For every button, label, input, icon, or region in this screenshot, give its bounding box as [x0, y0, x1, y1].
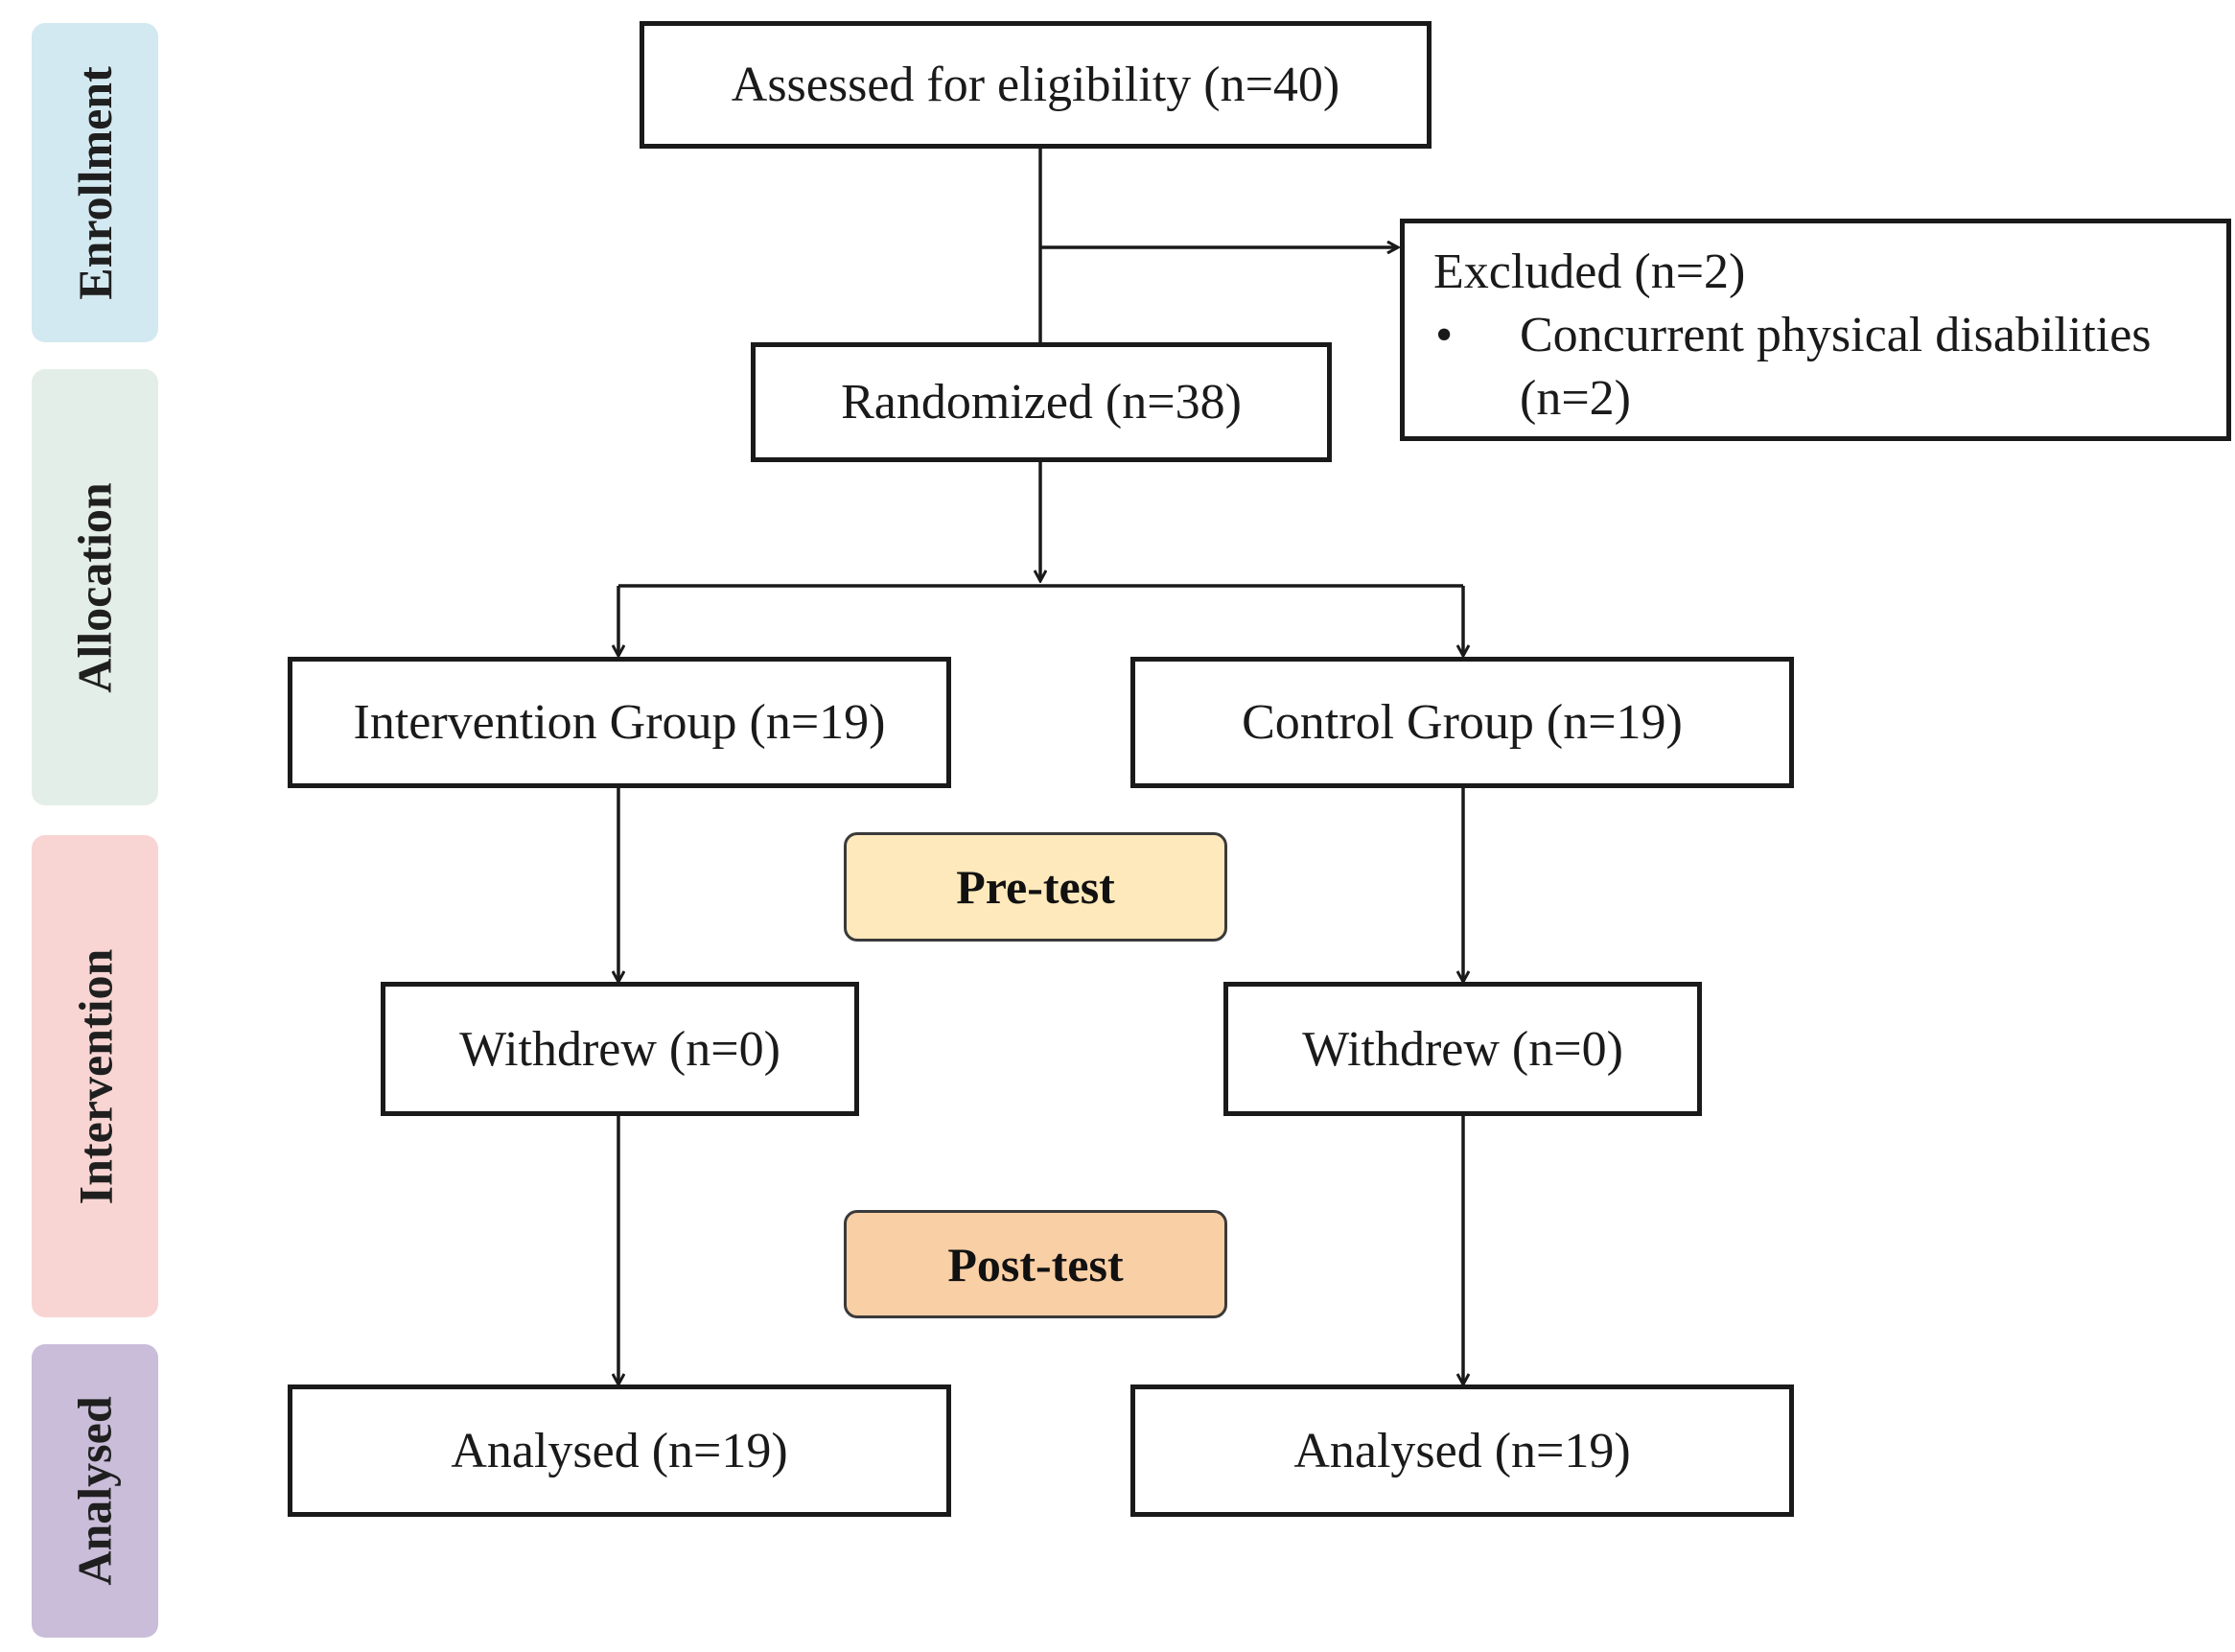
withdrew-control-label: Withdrew (n=0) — [1302, 1021, 1623, 1077]
stage-allocation-label: Allocation — [68, 481, 122, 693]
withdrew-control-box: Withdrew (n=0) — [1223, 982, 1702, 1116]
analysed-intervention-label: Analysed (n=19) — [451, 1423, 788, 1478]
assessed-label: Assessed for eligibility (n=40) — [731, 58, 1340, 112]
stage-allocation: Allocation — [32, 369, 158, 805]
excluded-reason-item: • Concurrent physical disabilities (n=2) — [1433, 304, 2210, 430]
control-group-box: Control Group (n=19) — [1130, 657, 1794, 788]
analysed-control-box: Analysed (n=19) — [1130, 1384, 1794, 1517]
post-test-label: Post-test — [947, 1237, 1124, 1291]
randomized-label: Randomized (n=38) — [841, 375, 1242, 430]
control-group-label: Control Group (n=19) — [1242, 695, 1683, 750]
stage-analysed-label: Analysed — [68, 1396, 123, 1586]
excluded-reason-label: Concurrent physical disabilities (n=2) — [1520, 308, 2152, 426]
excluded-box: Excluded (n=2) • Concurrent physical dis… — [1400, 219, 2231, 441]
stage-enrollment: Enrollment — [32, 23, 158, 342]
excluded-title: Excluded (n=2) — [1433, 244, 1746, 299]
pre-test-box: Pre-test — [844, 832, 1227, 942]
bullet-icon: • — [1435, 308, 1454, 362]
stage-intervention-label: Intervention — [68, 948, 122, 1204]
assessed-box: Assessed for eligibility (n=40) — [640, 21, 1432, 149]
withdrew-intervention-label: Withdrew (n=0) — [459, 1021, 780, 1077]
withdrew-intervention-box: Withdrew (n=0) — [381, 982, 859, 1116]
intervention-group-label: Intervention Group (n=19) — [353, 695, 886, 750]
intervention-group-box: Intervention Group (n=19) — [288, 657, 951, 788]
post-test-box: Post-test — [844, 1210, 1227, 1318]
randomized-box: Randomized (n=38) — [751, 342, 1332, 462]
stage-analysed: Analysed — [32, 1344, 158, 1638]
pre-test-label: Pre-test — [956, 860, 1115, 914]
stage-enrollment-label: Enrollment — [68, 65, 122, 300]
stage-intervention: Intervention — [32, 835, 158, 1317]
analysed-intervention-box: Analysed (n=19) — [288, 1384, 951, 1517]
analysed-control-label: Analysed (n=19) — [1293, 1423, 1631, 1478]
